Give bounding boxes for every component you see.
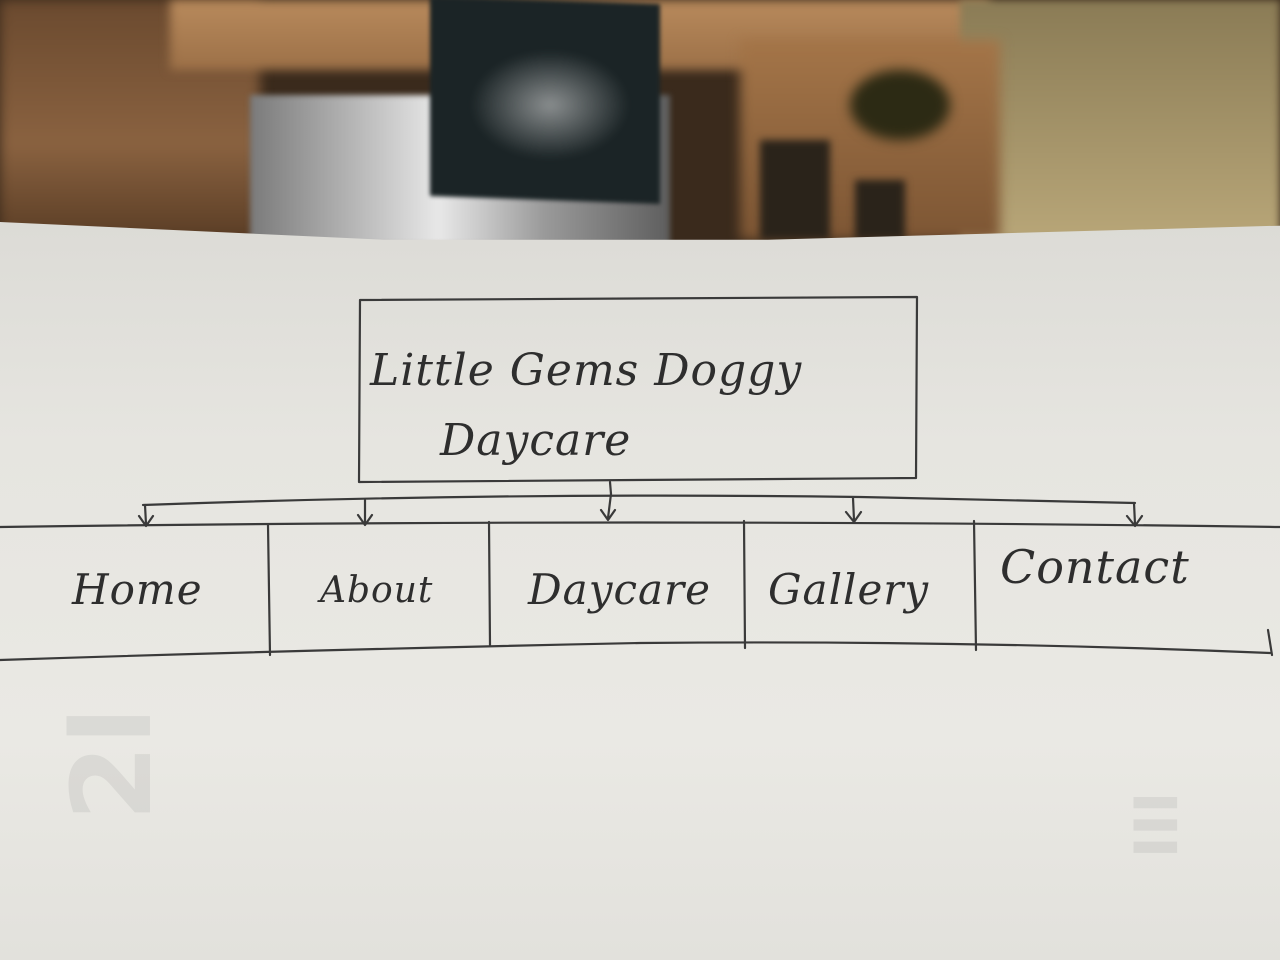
nav-item-contact: Contact xyxy=(1000,540,1190,594)
cabinet-glass-door-2 xyxy=(855,180,905,240)
nav-item-daycare: Daycare xyxy=(528,565,711,614)
wall xyxy=(960,0,1280,240)
nav-bar-bottom-line xyxy=(0,641,1272,662)
cabinet-glass-door xyxy=(760,140,830,240)
site-title-line-1: Little Gems Doggy xyxy=(370,345,803,396)
arrow-gallery xyxy=(844,496,863,524)
nav-item-about: About xyxy=(320,570,434,611)
nav-item-gallery: Gallery xyxy=(768,565,930,614)
arrow-contact xyxy=(1125,501,1144,528)
connector-bus xyxy=(141,494,1137,507)
nav-divider-3 xyxy=(742,519,747,650)
site-title-line-2: Daycare xyxy=(440,415,632,466)
arrow-home xyxy=(137,503,155,528)
nav-divider-4 xyxy=(972,519,978,652)
arrow-about xyxy=(356,498,374,527)
nav-bar-top-line xyxy=(0,521,1280,529)
arrow-daycare xyxy=(599,492,617,522)
title-box xyxy=(357,295,919,484)
nav-divider-right xyxy=(1266,628,1274,657)
nav-item-home: Home xyxy=(72,565,203,614)
paper-sheet xyxy=(0,222,1280,960)
plant xyxy=(850,70,950,140)
nav-divider-1 xyxy=(266,523,272,657)
connector-stem xyxy=(608,480,613,496)
nav-divider-2 xyxy=(487,520,492,647)
home-sign-lettering xyxy=(470,50,630,160)
